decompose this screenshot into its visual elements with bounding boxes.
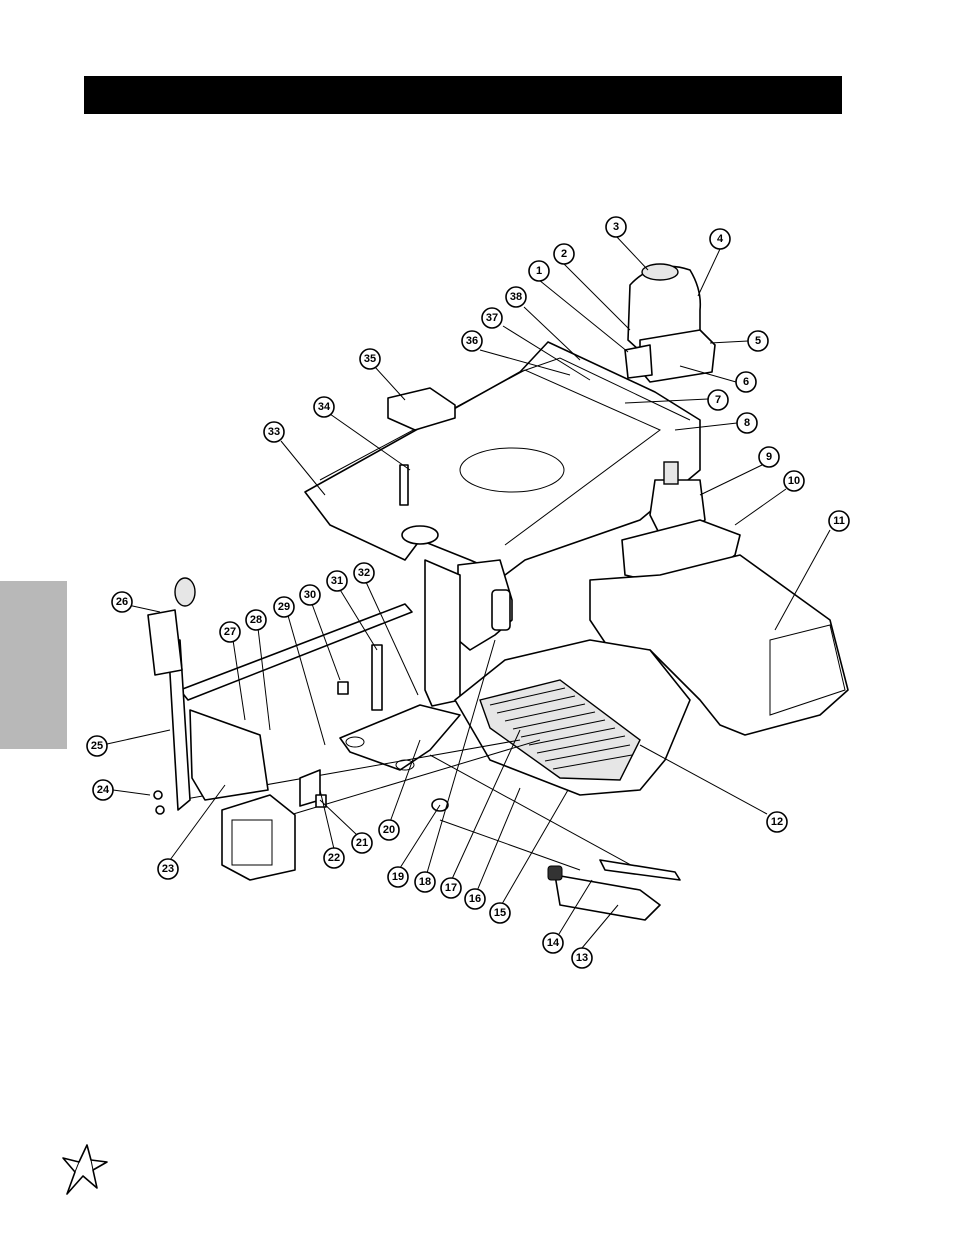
callout-label: 28 (250, 614, 262, 626)
callout-label: 4 (717, 233, 724, 245)
callout-marker (326, 570, 348, 592)
callout-label: 35 (364, 353, 376, 365)
callout-marker (245, 609, 267, 631)
hitch-receiver (221, 794, 296, 881)
hitch-plate (189, 709, 269, 801)
callout-label: 14 (547, 937, 560, 949)
callout-marker (505, 286, 527, 308)
callout-marker (747, 330, 769, 352)
callout-marker (219, 621, 241, 643)
callout-marker (828, 510, 850, 532)
throttle-lever (399, 464, 409, 506)
callout-marker (387, 866, 409, 888)
callout-label: 13 (576, 952, 588, 964)
callout-marker (157, 858, 179, 880)
callout-marker (735, 371, 757, 393)
callout-label: 6 (743, 376, 749, 388)
callout-label: 30 (304, 589, 316, 601)
callout-label: 26 (116, 596, 128, 608)
callout-label: 27 (224, 626, 236, 638)
callout-label: 3 (613, 221, 619, 233)
callout-label: 33 (268, 426, 280, 438)
callout-label: 36 (466, 335, 478, 347)
callout-label: 20 (383, 824, 395, 836)
callout-marker (709, 228, 731, 250)
callout-marker (92, 779, 114, 801)
callout-marker (273, 596, 295, 618)
callout-label: 1 (536, 265, 542, 277)
callout-marker (758, 446, 780, 468)
callout-marker (351, 832, 373, 854)
callout-label: 18 (419, 876, 431, 888)
callout-label: 22 (328, 852, 340, 864)
control-box (387, 387, 456, 431)
callout-label: 34 (318, 401, 331, 413)
callout-label: 24 (97, 784, 110, 796)
callout-marker (707, 389, 729, 411)
callout-marker (263, 421, 285, 443)
callout-label: 16 (469, 893, 481, 905)
callout-label: 31 (331, 575, 343, 587)
callout-marker (528, 260, 550, 282)
callout-label: 9 (766, 451, 772, 463)
callout-label: 10 (788, 475, 800, 487)
linkage-arm (554, 874, 661, 921)
lever-knob (174, 577, 196, 607)
callout-marker (766, 811, 788, 833)
callout-label: 25 (91, 740, 103, 752)
callout-marker (542, 932, 564, 954)
part-callouts: 1 2 3 4 5 6 7 8 9 10 11 12 13 14 15 16 1… (86, 216, 850, 969)
callout-marker (299, 584, 321, 606)
leader-lines (106, 235, 831, 949)
star-logo-icon (62, 1144, 108, 1195)
callout-marker (111, 591, 133, 613)
callout-marker (378, 819, 400, 841)
callout-marker (783, 470, 805, 492)
callout-label: 19 (392, 871, 404, 883)
callout-label: 12 (771, 816, 783, 828)
callout-marker (481, 307, 503, 329)
callout-label: 21 (356, 837, 368, 849)
callout-marker (414, 871, 436, 893)
callout-marker (323, 847, 345, 869)
callout-label: 8 (744, 417, 750, 429)
callout-marker (461, 330, 483, 352)
callout-marker (359, 348, 381, 370)
callout-label: 15 (494, 907, 506, 919)
callout-marker (353, 562, 375, 584)
callout-label: 23 (162, 863, 174, 875)
callout-label: 2 (561, 248, 567, 260)
seat-deck-body (304, 341, 701, 576)
mount-bracket (339, 704, 461, 771)
callout-label: 5 (755, 335, 761, 347)
pedestal (424, 559, 461, 707)
callout-marker (489, 902, 511, 924)
callout-marker (571, 947, 593, 969)
callout-label: 37 (486, 312, 498, 324)
callout-marker (605, 216, 627, 238)
callout-marker (736, 412, 758, 434)
callout-label: 11 (833, 515, 845, 527)
callout-label: 29 (278, 601, 290, 613)
callout-label: 17 (445, 882, 457, 894)
machine-illustration (147, 263, 849, 921)
callout-label: 32 (358, 567, 370, 579)
callout-marker (553, 243, 575, 265)
upright-post (371, 644, 383, 711)
callout-marker (86, 735, 108, 757)
callout-marker (440, 877, 462, 899)
title-bar (84, 76, 842, 114)
side-tab (0, 581, 67, 749)
foot-grid (479, 679, 641, 781)
callout-marker (313, 396, 335, 418)
callout-label: 38 (510, 291, 522, 303)
callout-label: 7 (715, 394, 721, 406)
callout-marker (464, 888, 486, 910)
